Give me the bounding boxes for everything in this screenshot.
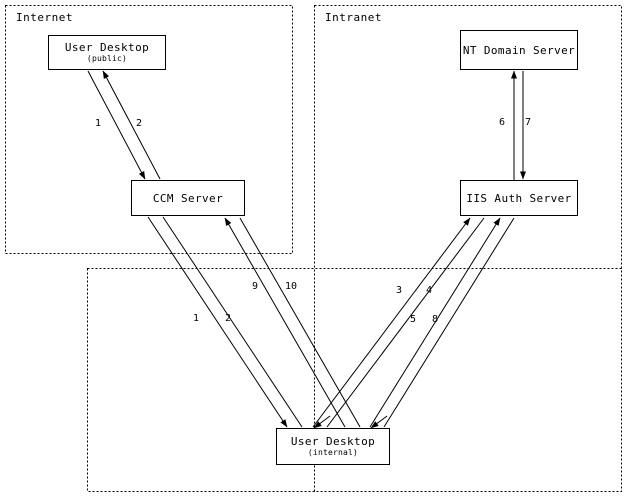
flow-label-8-iis-to-internal: 8 (432, 314, 439, 325)
arrow-step-1-public (87, 70, 146, 180)
flow-label-1-public-to-ccm: 1 (95, 118, 102, 129)
zone-label-internet: Internet (16, 11, 73, 24)
connector-iis-to-nt-domain (511, 70, 526, 180)
flow-label-4-iis-to-internal: 4 (426, 285, 433, 296)
zone-rect-internal-network (87, 268, 622, 492)
node-user-desktop-public-subtitle: (public) (86, 54, 128, 63)
connector-iis-to-desktop-internal (312, 217, 515, 429)
arrow-step-4 (326, 217, 485, 428)
zone-label-intranet: Intranet (325, 11, 382, 24)
flow-label-3-internal-to-iis: 3 (396, 285, 403, 296)
node-user-desktop-public-title: User Desktop (64, 41, 150, 54)
node-user-desktop-public[interactable]: User Desktop (public) (48, 35, 166, 70)
flow-label-7-nt-to-iis: 7 (525, 117, 532, 128)
arrow-step-2-public (102, 70, 161, 180)
arrow-step-5 (369, 217, 501, 428)
arrow-step-8 (383, 217, 515, 428)
node-iis-auth-server[interactable]: IIS Auth Server (460, 180, 578, 216)
arrowhead-in-step-4 (313, 415, 331, 429)
arrowhead-in-step-8 (370, 415, 388, 429)
arrow-step-1-internal (147, 216, 288, 428)
flow-label-2-ccm-to-public: 2 (136, 118, 143, 129)
node-ccm-server-title: CCM Server (152, 191, 224, 205)
arrow-step-2-internal (162, 216, 303, 428)
flow-label-10-ccm-to-internal: 10 (285, 281, 298, 292)
arrow-step-3 (312, 217, 471, 428)
node-nt-domain-server-title: NT Domain Server (462, 43, 576, 57)
flow-label-5-internal-to-iis: 5 (410, 314, 417, 325)
flow-label-2-internal-to-ccm: 2 (225, 313, 232, 324)
zone-rect-intranet (314, 5, 622, 492)
node-user-desktop-internal[interactable]: User Desktop (internal) (276, 428, 390, 465)
connector-desktop-public-to-ccm (87, 70, 161, 180)
flow-label-6-iis-to-nt: 6 (499, 117, 506, 128)
arrow-step-9 (224, 217, 346, 428)
flow-label-9-internal-to-ccm: 9 (252, 281, 259, 292)
node-ccm-server[interactable]: CCM Server (131, 180, 245, 216)
arrow-step-10 (239, 217, 361, 428)
node-user-desktop-internal-title: User Desktop (290, 435, 376, 448)
connector-desktop-internal-to-ccm (224, 217, 361, 428)
node-user-desktop-internal-subtitle: (internal) (307, 448, 359, 457)
node-iis-auth-server-title: IIS Auth Server (466, 191, 572, 205)
connector-ccm-to-desktop-internal (147, 216, 303, 428)
node-nt-domain-server[interactable]: NT Domain Server (460, 30, 578, 70)
flow-label-1-ccm-to-internal: 1 (193, 313, 200, 324)
zone-rect-internet (5, 5, 293, 254)
